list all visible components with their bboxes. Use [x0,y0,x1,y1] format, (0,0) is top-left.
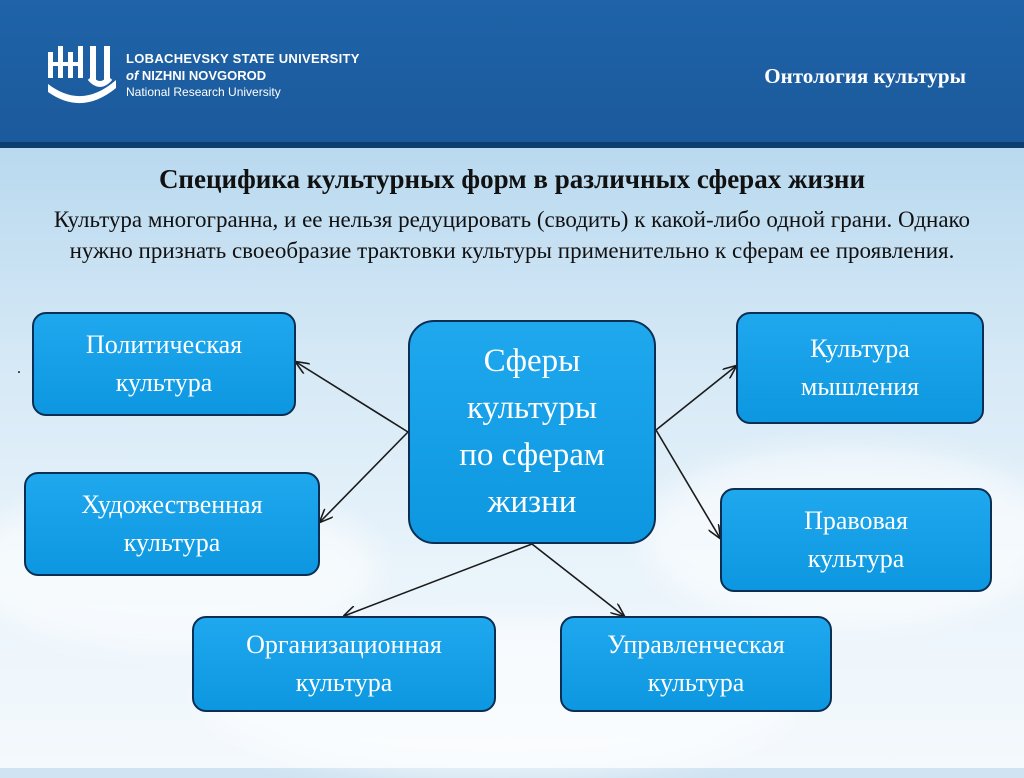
box-political-line-2: культура [115,368,213,397]
box-legal-culture: Правовая культура [720,488,992,592]
box-thinking-culture: Культура мышления [736,312,984,424]
arrow-to-artistic [320,431,409,522]
center-line-2: культуры [466,390,598,426]
box-thinking-line-1: Культура [810,334,910,363]
center-line-4: жизни [487,484,577,520]
box-political-culture: Политическая культура [32,312,296,416]
box-culture-spheres-center: Сферы культуры по сферам жизни [408,320,656,544]
box-artistic-culture: Художественная культура [24,472,320,576]
box-organizational-line-2: культура [295,668,393,697]
university-line-2-of: of [126,68,139,83]
box-organizational-culture: Организационная культура [192,616,496,712]
arrow-to-political [296,362,409,433]
university-line-2-rest: NIZHNI NOVGOROD [141,68,267,83]
center-line-1: Сферы [483,343,581,379]
university-line-1: LOBACHEVSKY STATE UNIVERSITY [126,51,360,66]
box-managerial-line-2: культура [647,668,745,697]
university-line-2: of NIZHNI NOVGOROD [126,67,360,84]
slide-heading: Специфика культурных форм в различных сф… [158,164,866,194]
box-political-line-1: Политическая [85,330,243,359]
box-managerial-line-1: Управленческая [607,630,785,659]
arrow-to-legal [655,429,720,538]
box-legal-line-2: культура [807,544,905,573]
box-artistic-line-2: культура [123,528,221,557]
university-name: LOBACHEVSKY STATE UNIVERSITY of NIZHNI N… [126,50,360,101]
university-line-3: National Research University [126,85,281,99]
box-thinking-line-2: мышления [800,372,920,401]
intro-paragraph: Культура многогранна, и ее нельзя редуци… [53,207,971,263]
bullet-dot: . [17,360,21,377]
arrow-to-organizational [344,543,533,616]
box-artistic-line-1: Художественная [81,490,263,519]
arrow-to-thinking [655,366,736,431]
box-managerial-culture: Управленческая культура [560,616,832,712]
box-legal-line-1: Правовая [804,506,908,535]
center-line-3: по сферам [459,437,605,473]
university-logo [48,46,116,104]
slide-topic-title: Онтология культуры [764,64,966,88]
box-organizational-line-1: Организационная [246,630,442,659]
slide-header: LOBACHEVSKY STATE UNIVERSITY of NIZHNI N… [0,0,1024,148]
arrow-to-managerial [531,543,624,616]
